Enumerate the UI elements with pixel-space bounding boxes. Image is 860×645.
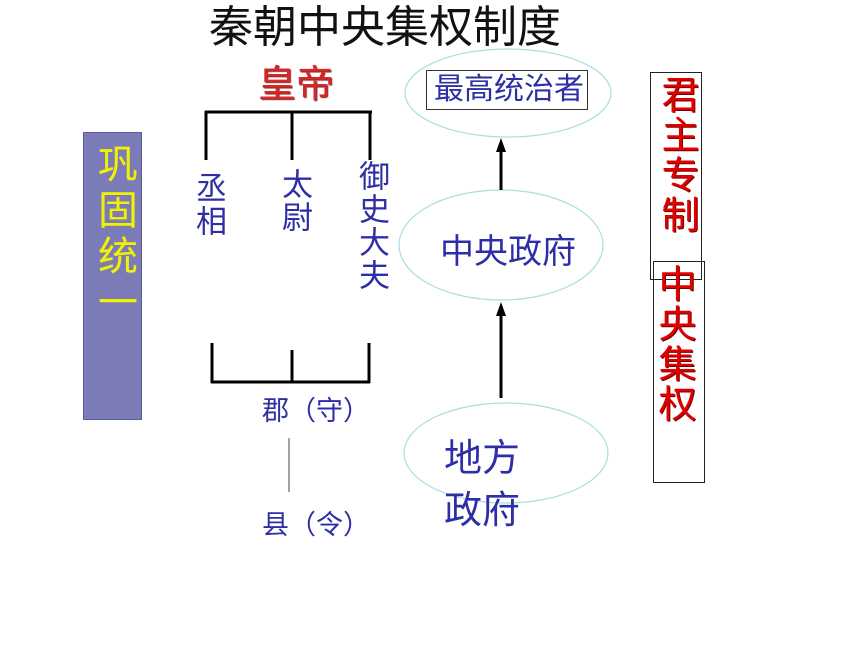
purpose-label: 巩固统一 — [91, 143, 137, 327]
chancellor-label: 丞相 — [190, 172, 226, 238]
emperor-label: 皇帝 — [258, 62, 335, 106]
centralization-box: 中央集权 — [652, 261, 705, 483]
purpose-box: 巩固统一 — [83, 132, 142, 420]
local-government-label: 地方政府 — [444, 436, 521, 532]
arrow-central-to-top-head — [496, 138, 506, 152]
censor-label: 御史大夫 — [353, 160, 389, 292]
top-ruler-ellipse — [404, 48, 612, 138]
central-government-label: 中央政府 — [440, 232, 576, 272]
commandery-label: 郡（守） — [262, 396, 370, 427]
autocracy-box: 君主专制 — [650, 72, 702, 280]
arrow-local-to-central-head — [496, 302, 506, 316]
local-government-ellipse — [403, 402, 609, 504]
centralization-label: 中央集权 — [652, 264, 696, 424]
county-label: 县（令） — [262, 510, 370, 541]
page-title: 秦朝中央集权制度 — [209, 2, 561, 53]
autocracy-label: 君主专制 — [655, 75, 699, 235]
top-ruler-frame — [426, 70, 588, 110]
taiwei-label: 太尉 — [276, 168, 312, 234]
top-ruler-label: 最高统治者 — [434, 72, 584, 107]
